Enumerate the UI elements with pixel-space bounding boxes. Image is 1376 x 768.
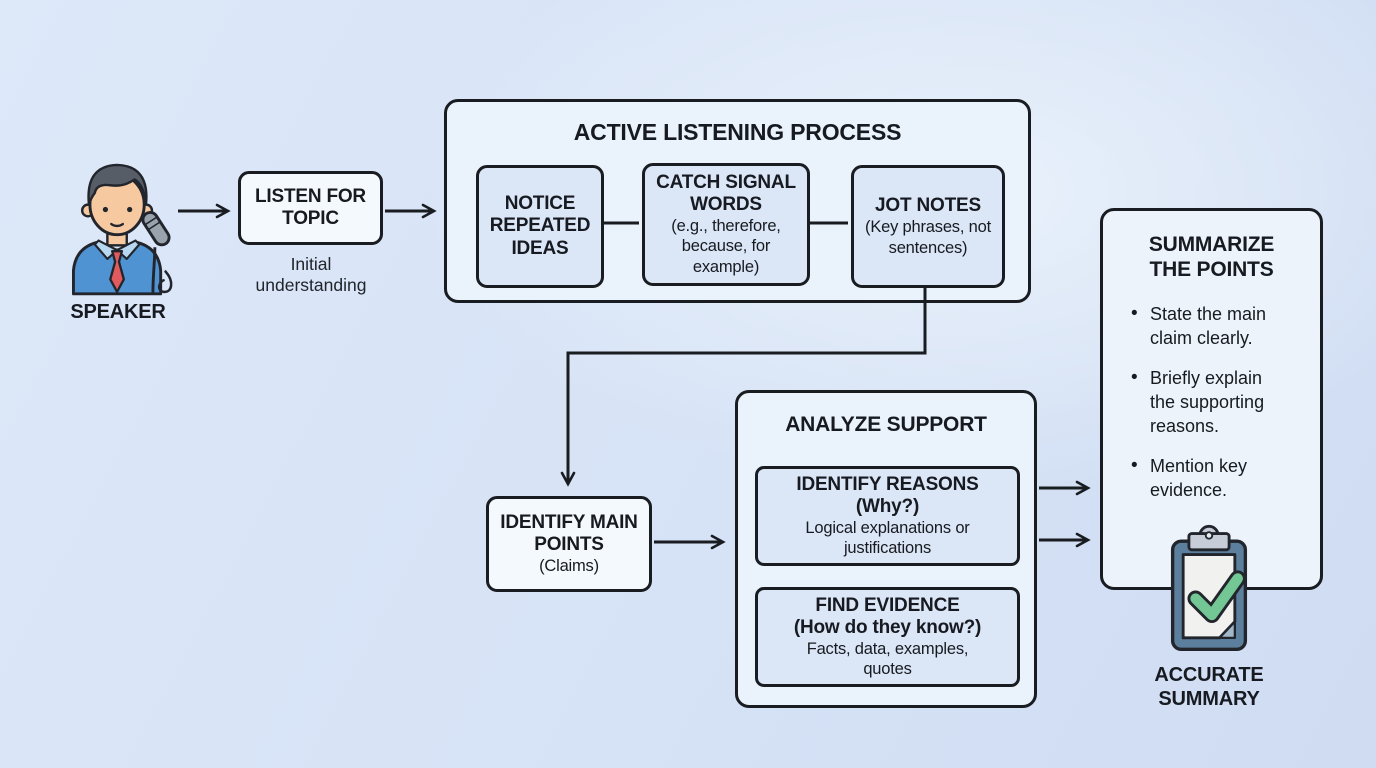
node-find-evidence: FIND EVIDENCE (How do they know?) Facts,… [755, 587, 1020, 687]
step-catch-signal-words: CATCH SIGNAL WORDS (e.g., therefore, bec… [642, 163, 810, 286]
accurate-summary-label: ACCURATE SUMMARY [1154, 664, 1264, 711]
node-identify-main-points: IDENTIFY MAIN POINTS (Claims) [486, 496, 652, 592]
container-analyze-support: ANALYZE SUPPORT IDENTIFY REASONS (Why?) … [735, 390, 1037, 708]
listen-caption: Initial understanding [255, 254, 367, 295]
list-item: State the main claim clearly. [1129, 302, 1281, 350]
node-title: IDENTIFY MAIN POINTS [500, 511, 638, 555]
step-subtitle: (Key phrases, not sentences) [865, 218, 991, 257]
node-subtitle: (Claims) [539, 556, 599, 575]
step-title: JOT NOTES [875, 195, 981, 217]
speaker-with-microphone-icon [56, 154, 182, 296]
node-title: FIND EVIDENCE [815, 594, 960, 616]
step-title: CATCH SIGNAL WORDS [656, 172, 796, 216]
step-title: NOTICE REPEATED IDEAS [489, 193, 591, 259]
summary-guidelines-list: State the main claim clearly. Briefly ex… [1129, 302, 1320, 502]
list-item: Briefly explain the supporting reasons. [1129, 366, 1281, 438]
list-item: Mention key evidence. [1129, 454, 1281, 502]
node-question: (How do they know?) [793, 616, 982, 638]
node-question: (Why?) [855, 495, 920, 517]
node-subtitle: Logical explanations or justifications [805, 518, 970, 558]
container-title: ANALYZE SUPPORT [785, 413, 987, 436]
node-title: LISTEN FOR TOPIC [255, 185, 366, 229]
node-listen-for-topic: LISTEN FOR TOPIC [238, 171, 383, 245]
node-subtitle: Facts, data, examples, quotes [806, 639, 969, 679]
step-subtitle: (e.g., therefore, because, for example) [671, 217, 781, 276]
container-title: ACTIVE LISTENING PROCESS [573, 119, 902, 145]
step-jot-notes: JOT NOTES (Key phrases, not sentences) [851, 165, 1005, 288]
speaker-label: SPEAKER [70, 301, 166, 323]
panel-title: SUMMARIZE THE POINTS [1148, 233, 1275, 282]
panel-summarize-the-points: SUMMARIZE THE POINTS State the main clai… [1100, 208, 1323, 590]
node-identify-reasons: IDENTIFY REASONS (Why?) Logical explanat… [755, 466, 1020, 566]
container-active-listening-process: ACTIVE LISTENING PROCESS NOTICE REPEATED… [444, 99, 1031, 303]
clipboard-checkmark-icon [1161, 523, 1257, 657]
node-title: IDENTIFY REASONS [796, 473, 979, 495]
step-notice-repeated-ideas: NOTICE REPEATED IDEAS [476, 165, 604, 288]
